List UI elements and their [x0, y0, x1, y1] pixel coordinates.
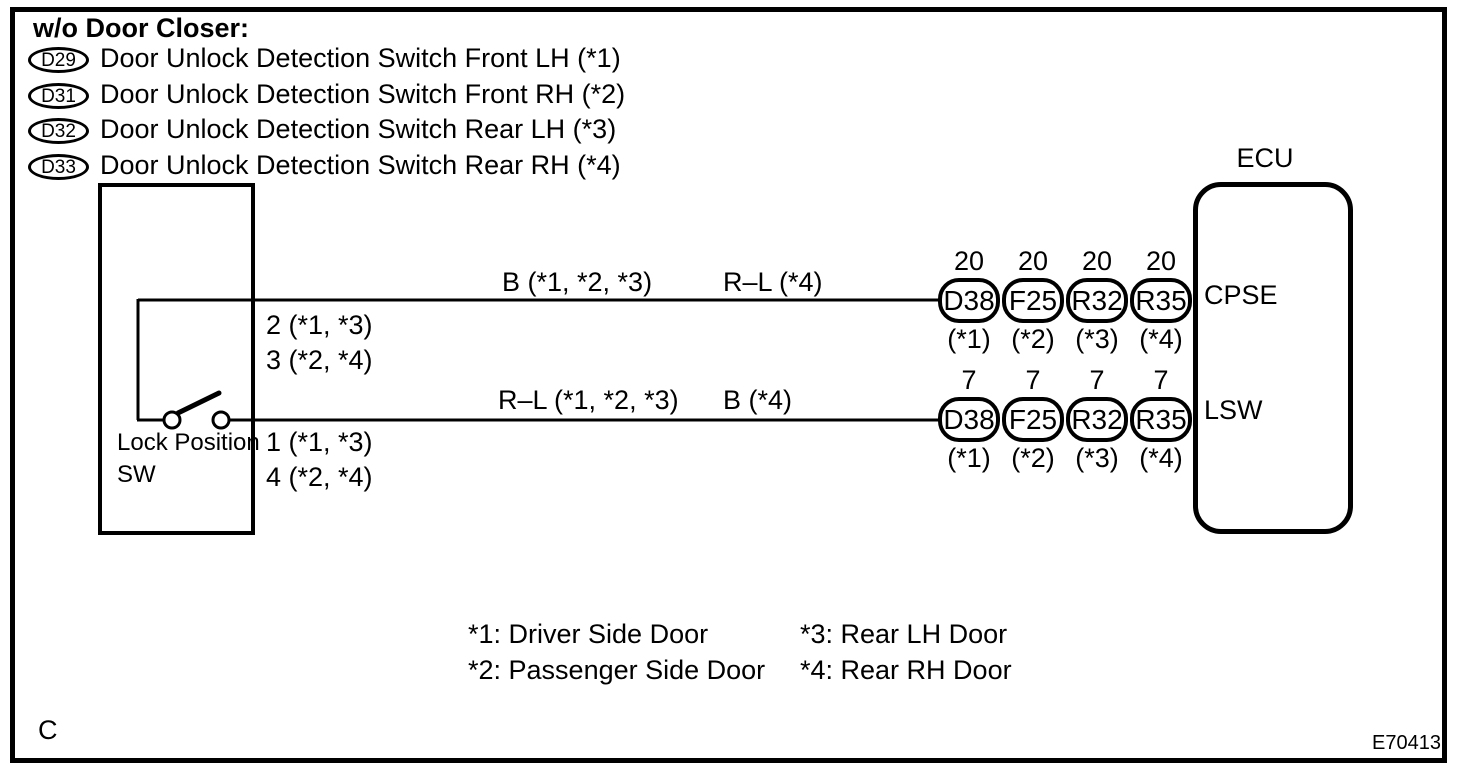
footnote-4: *4: Rear RH Door: [800, 655, 1012, 685]
connector-pin-number: 7: [1153, 365, 1169, 395]
switch-contact-circle-right: [211, 410, 231, 430]
connector-column: 20 F25 (*2): [1002, 246, 1064, 354]
connector-pin-number: 20: [1145, 246, 1177, 276]
lock-position-sw-label-line1: Lock Position: [117, 429, 260, 456]
connector-column: 7 D38 (*1): [938, 365, 1000, 473]
connector-pin-number: 7: [1025, 365, 1041, 395]
connector-oval: R35: [1130, 278, 1192, 323]
connector-column: 7 R35 (*4): [1130, 365, 1192, 473]
pin-label-upper-b: 3 (*2, *4): [266, 345, 373, 375]
diagram-border-frame: [10, 7, 1447, 763]
footnote-3: *3: Rear LH Door: [800, 619, 1008, 649]
connector-oval: R35: [1130, 397, 1192, 442]
connector-id-badge: D33: [28, 154, 89, 180]
connector-note: (*4): [1139, 324, 1183, 354]
connector-note: (*3): [1075, 443, 1119, 473]
connector-label: Door Unlock Detection Switch Front RH (*…: [100, 79, 626, 109]
ecu-label: ECU: [1236, 143, 1294, 173]
connector-oval: F25: [1002, 278, 1064, 323]
wire-label-top-right: R–L (*4): [723, 267, 823, 297]
connector-pin-number: 20: [953, 246, 985, 276]
connector-note: (*3): [1075, 324, 1119, 354]
switch-component-box: [98, 183, 255, 535]
connector-pin-number: 7: [961, 365, 977, 395]
connector-pin-number: 7: [1089, 365, 1105, 395]
footnote-1: *1: Driver Side Door: [468, 619, 709, 649]
connector-note: (*1): [947, 324, 991, 354]
terminal-lsw-label: LSW: [1204, 395, 1263, 425]
connector-label: Door Unlock Detection Switch Rear RH (*4…: [100, 150, 621, 180]
wire-label-bottom-right: B (*4): [723, 385, 793, 415]
ecu-box: [1193, 182, 1353, 534]
connector-label: Door Unlock Detection Switch Rear LH (*3…: [100, 114, 617, 144]
connector-column: 7 R32 (*3): [1066, 365, 1128, 473]
connector-pin-number: 20: [1081, 246, 1113, 276]
terminal-cpse-label: CPSE: [1204, 280, 1278, 310]
connector-oval: R32: [1066, 278, 1128, 323]
connector-oval: D38: [938, 397, 1000, 442]
connector-pin-number: 20: [1017, 246, 1049, 276]
switch-contact-circle-left: [162, 410, 182, 430]
connector-column: 20 R32 (*3): [1066, 246, 1128, 354]
connector-column: 20 D38 (*1): [938, 246, 1000, 354]
page-marker: C: [38, 715, 58, 745]
connector-note: (*2): [1011, 443, 1055, 473]
connector-note: (*2): [1011, 324, 1055, 354]
pin-label-upper-a: 2 (*1, *3): [266, 310, 373, 340]
connector-label: Door Unlock Detection Switch Front LH (*…: [100, 43, 621, 73]
connector-id-badge: D32: [28, 118, 89, 144]
wire-label-top-left: B (*1, *2, *3): [502, 267, 653, 297]
lock-position-sw-label-line2: SW: [117, 461, 156, 488]
connector-oval: F25: [1002, 397, 1064, 442]
connector-note: (*4): [1139, 443, 1183, 473]
connector-column: 7 F25 (*2): [1002, 365, 1064, 473]
connector-note: (*1): [947, 443, 991, 473]
connector-column: 20 R35 (*4): [1130, 246, 1192, 354]
footnote-2: *2: Passenger Side Door: [468, 655, 766, 685]
pin-label-lower-a: 1 (*1, *3): [266, 427, 373, 457]
connector-oval: R32: [1066, 397, 1128, 442]
switch-blade-line: [175, 390, 222, 416]
connector-oval: D38: [938, 278, 1000, 323]
pin-label-lower-b: 4 (*2, *4): [266, 462, 373, 492]
wire-label-bottom-left: R–L (*1, *2, *3): [498, 385, 679, 415]
diagram-title: w/o Door Closer:: [33, 13, 250, 43]
connector-id-badge: D29: [28, 47, 89, 73]
figure-code: E70413: [1372, 732, 1441, 754]
connector-id-badge: D31: [28, 83, 89, 109]
